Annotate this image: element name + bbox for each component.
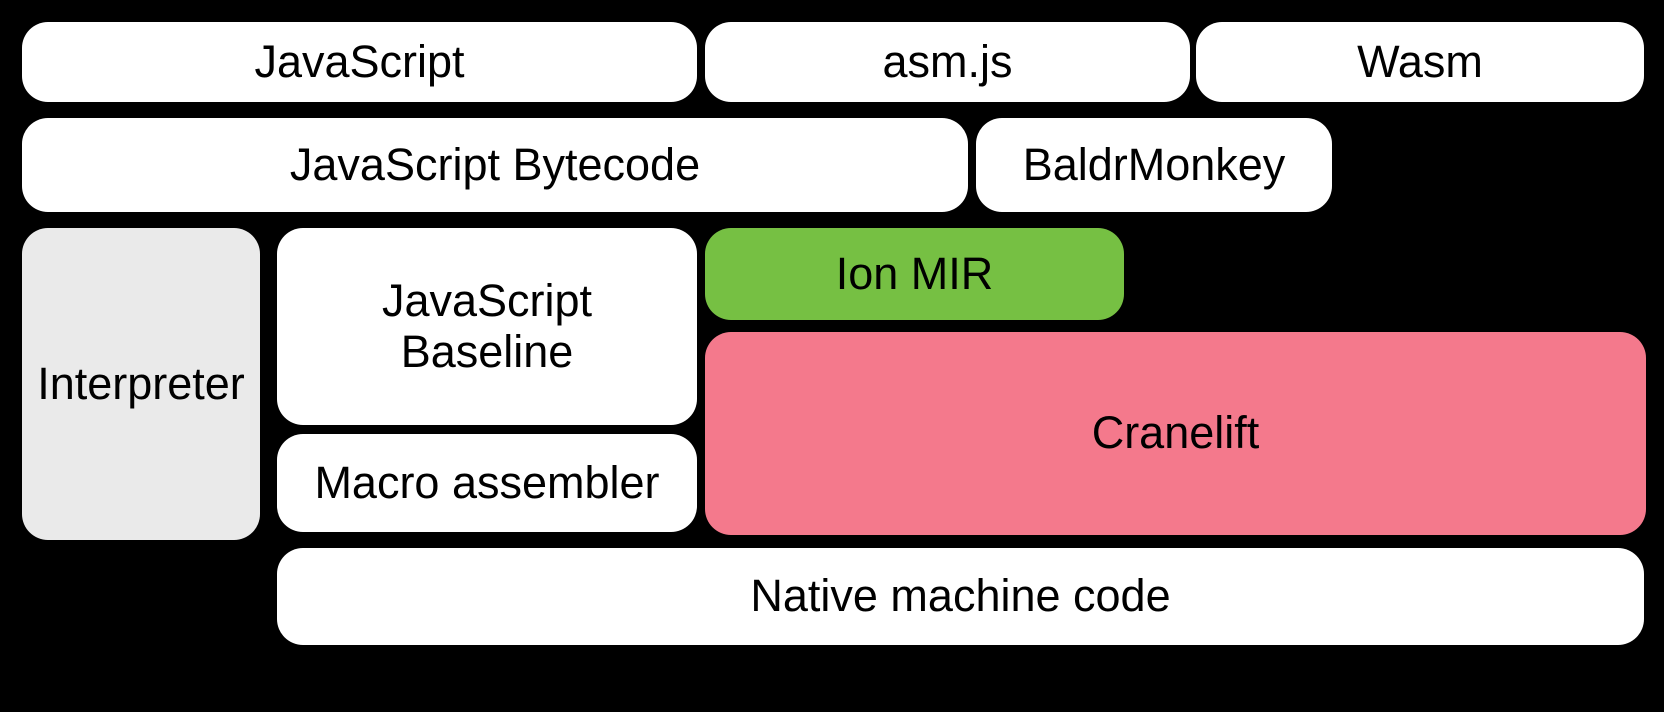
- node-javascript-baseline[interactable]: JavaScript Baseline: [277, 228, 697, 425]
- node-javascript[interactable]: JavaScript: [22, 22, 697, 102]
- node-asm-js[interactable]: asm.js: [705, 22, 1190, 102]
- node-javascript-bytecode[interactable]: JavaScript Bytecode: [22, 118, 968, 212]
- node-macro-assembler[interactable]: Macro assembler: [277, 434, 697, 532]
- node-baldrmonkey[interactable]: BaldrMonkey: [976, 118, 1332, 212]
- node-ion-mir[interactable]: Ion MIR: [705, 228, 1124, 320]
- node-cranelift[interactable]: Cranelift: [705, 332, 1646, 535]
- node-wasm[interactable]: Wasm: [1196, 22, 1644, 102]
- node-native-machine-code[interactable]: Native machine code: [277, 548, 1644, 645]
- node-interpreter[interactable]: Interpreter: [22, 228, 260, 540]
